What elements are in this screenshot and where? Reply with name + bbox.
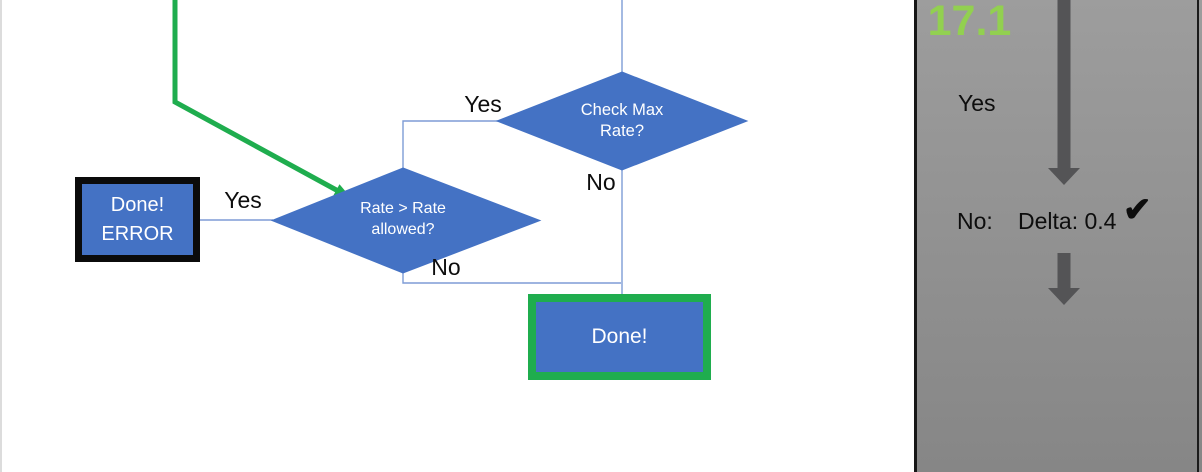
diamond-check-max-rate [495,71,749,171]
panel-delta-value: Delta: 0.4 [1018,208,1117,234]
diamond-label-rate-allowed: Rate > Rate allowed? [360,200,446,238]
edge-label-rate-allowed-yes: Yes [224,187,262,213]
diamond-rate-allowed [270,167,542,274]
green-path-line [172,0,342,195]
edge-label-check-max-no: No [586,169,616,195]
long-down-arrow-head-icon [1048,168,1080,185]
panel-right-edge [1196,0,1199,472]
panel-yes-label: Yes [958,90,996,116]
side-panel-graphics [1048,0,1080,305]
edge-label-check-max-yes: Yes [464,91,502,117]
checkmark-icon: ✔ [1123,191,1152,229]
edge-label-rate-allowed-no: No [431,254,461,280]
panel-result-value: 17.1 [927,0,1012,45]
connector-rate-no [402,272,621,284]
side-panel: Yes No: Delta: 0.4 ✔ 17.1 [914,0,1202,472]
flowchart-graphics [172,0,749,294]
diamond-label-check-max: Check Max Rate? [580,101,664,141]
long-down-arrow-shaft [1057,0,1071,168]
flowchart-area: Done! ERROR Done! Check Max Rate? Rate >… [0,0,749,472]
panel-no-label: No: [957,208,993,234]
connector-check-max-yes [402,120,498,169]
node-done-error: Done! ERROR [75,177,200,262]
short-down-arrow-head-icon [1048,288,1080,305]
short-down-arrow-shaft [1057,253,1071,288]
slide-left-edge [0,0,2,472]
node-done: Done! [528,294,711,380]
